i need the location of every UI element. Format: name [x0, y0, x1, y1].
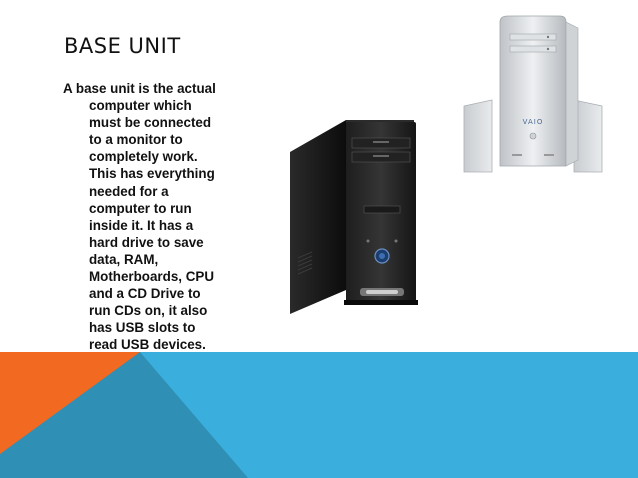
body-line: Motherboards, CPU	[89, 269, 214, 285]
body-line: has USB slots to	[89, 320, 196, 336]
body-line: and a CD Drive to	[89, 286, 201, 302]
body-line: run CDs on, it also	[89, 303, 208, 319]
body-line: must be connected	[89, 115, 212, 131]
body-line: completely work.	[89, 149, 198, 165]
black-desktop-tower-image	[290, 120, 418, 314]
body-line: to a monitor to	[89, 132, 183, 148]
body-line: data, RAM,	[89, 251, 159, 267]
body-line: needed for a	[89, 183, 169, 199]
body-line: computer to run	[89, 200, 192, 216]
vaio-logo-text: VAIO	[523, 118, 544, 126]
body-line: A base unit is the actual	[63, 81, 216, 96]
decorative-bottom-band	[0, 352, 638, 478]
body-line: hard drive to save	[89, 234, 204, 250]
slide-body-text: A base unit is the actual computer which…	[63, 80, 235, 354]
body-line: inside it. It has a	[89, 217, 194, 233]
body-line: computer which	[89, 98, 192, 114]
body-line: This has everything	[89, 166, 215, 182]
silver-vaio-tower-image: VAIO	[463, 15, 603, 173]
body-line: read USB devices.	[89, 337, 206, 353]
slide-title: BASE UNIT	[64, 34, 181, 58]
